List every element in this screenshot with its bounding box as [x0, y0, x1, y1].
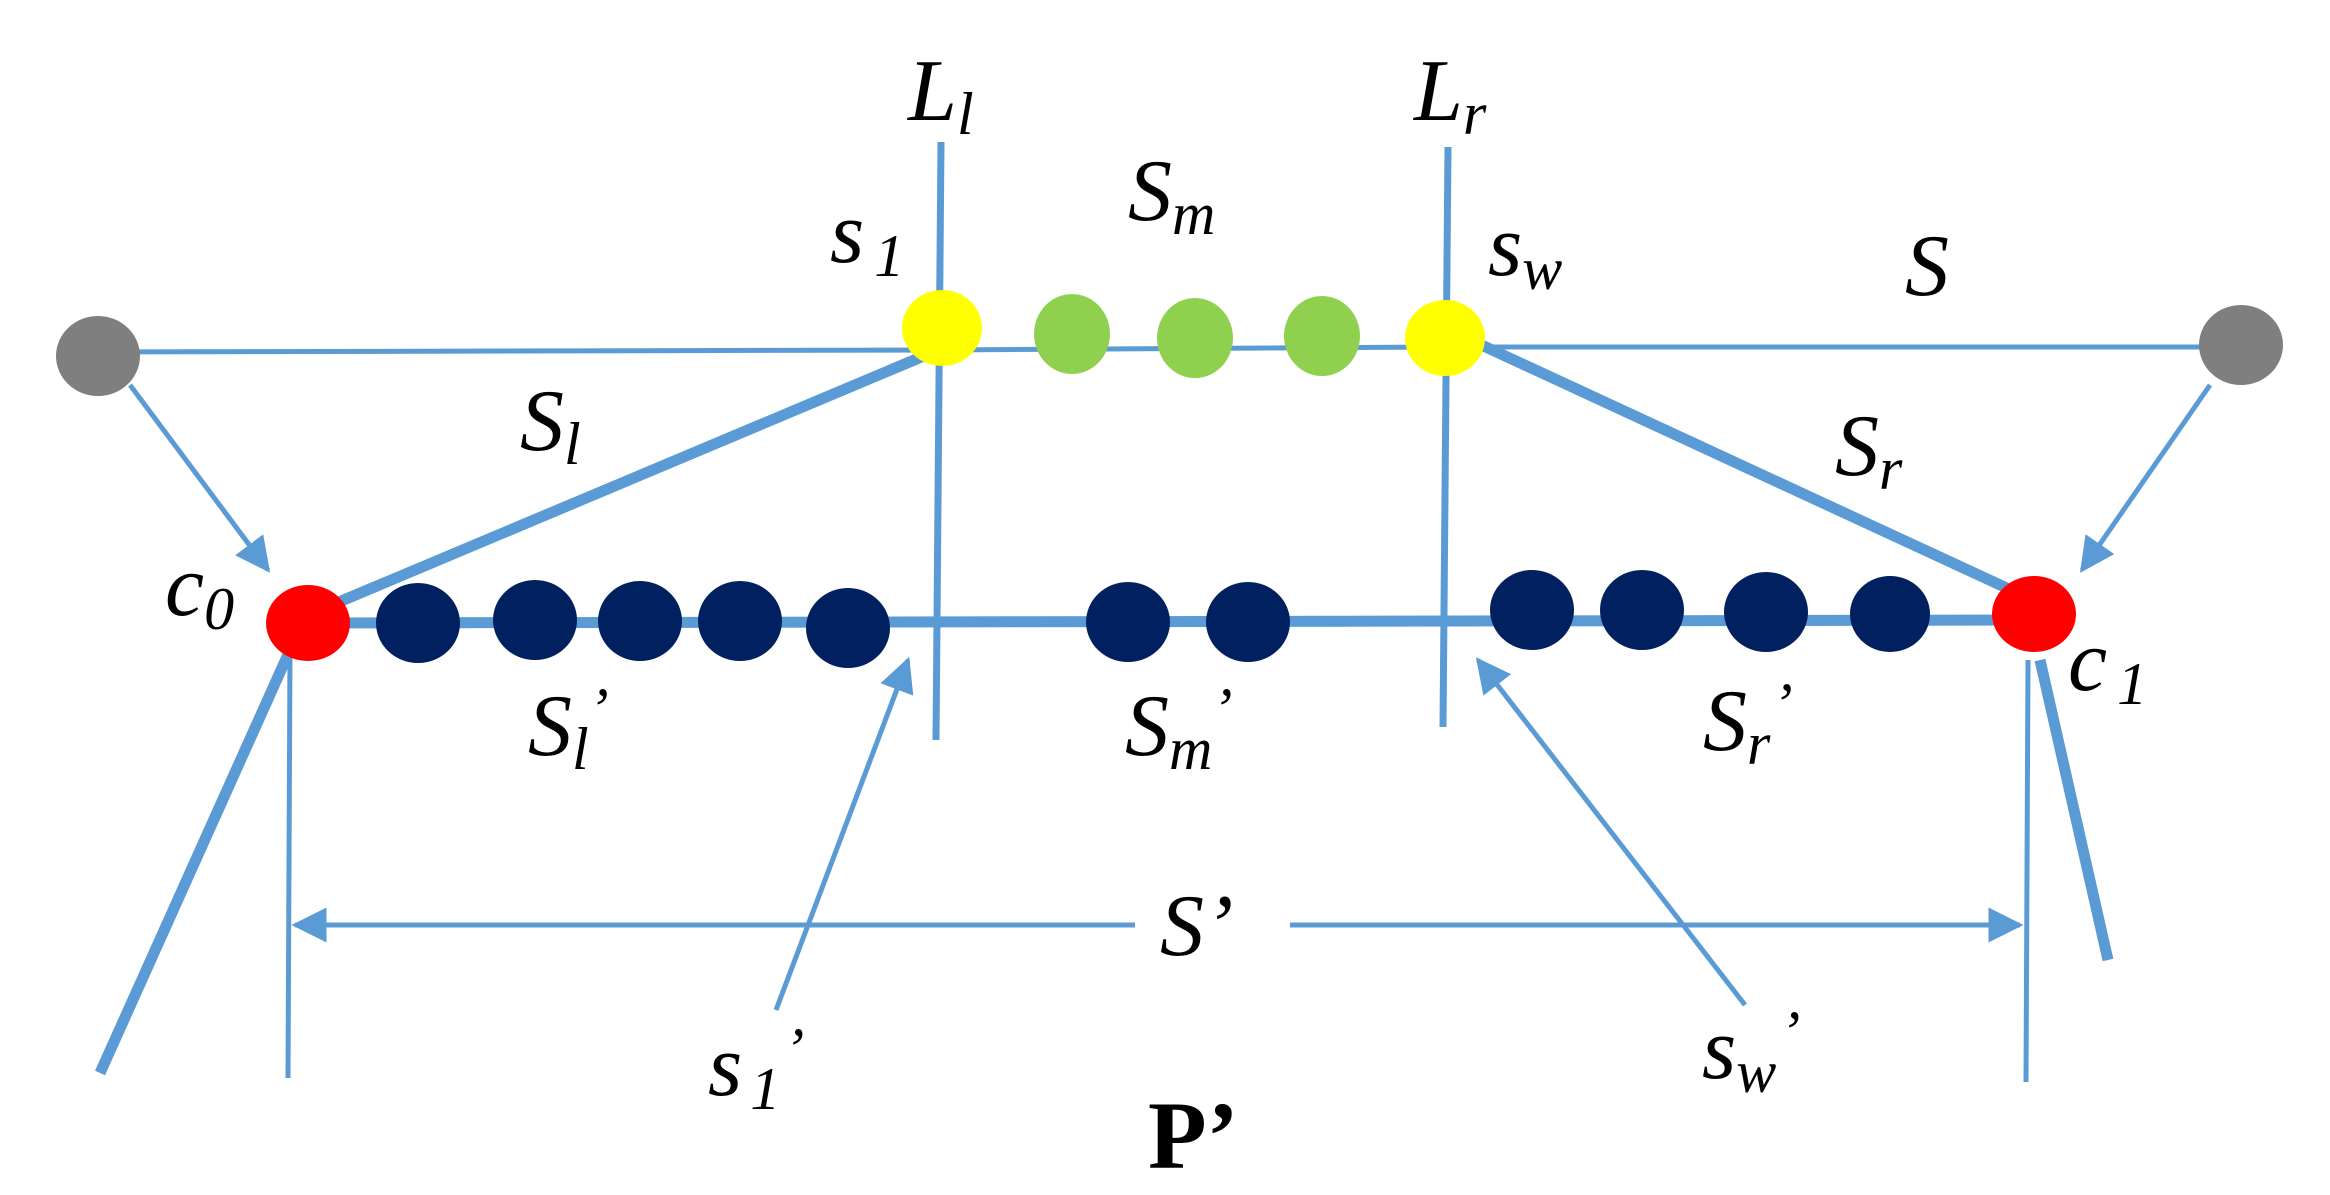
green-node-3 [1284, 296, 1360, 376]
arrow-to-s1-prime [773, 656, 914, 1011]
label-S-l: Sl [520, 373, 581, 477]
navy-node-9 [1600, 570, 1684, 650]
red-node-c1 [1992, 576, 2076, 652]
lower-nodes [266, 570, 2076, 668]
label-L-l: Ll [906, 43, 974, 147]
left-outer-leg [94, 647, 296, 1076]
navy-node-1 [376, 583, 460, 663]
segment-s-r [1472, 337, 2068, 620]
navy-node-7 [1206, 582, 1290, 662]
label-S: S [1905, 218, 1949, 315]
arrow-gray-left-to-c0 [127, 383, 271, 573]
upper-segment-left [94, 347, 939, 355]
yellow-node-sw [1405, 300, 1485, 376]
label-S-r: Sr [1835, 398, 1903, 502]
navy-node-8 [1490, 570, 1574, 650]
green-node-1 [1034, 294, 1110, 374]
vertical-line-right [1439, 146, 1452, 728]
label-S-m: Sm [1128, 143, 1215, 247]
label-S-prime: S’ [1160, 878, 1233, 975]
arrow-to-sw-prime [1475, 657, 1747, 1007]
navy-node-5 [806, 588, 890, 668]
label-c-0: c0 [165, 538, 234, 642]
vertical-line-left [932, 141, 945, 741]
segment-s-l [305, 344, 941, 621]
dimension-right-tick [2023, 659, 2031, 1083]
green-node-2 [1157, 298, 1233, 378]
navy-node-2 [493, 580, 577, 660]
label-s-w-prime: sw’ [1702, 999, 1800, 1105]
navy-node-11 [1850, 576, 1930, 652]
navy-node-10 [1724, 572, 1808, 652]
label-s-w: sw [1488, 198, 1562, 302]
yellow-node-s1 [902, 290, 982, 366]
label-S-m-prime: Sm’ [1125, 676, 1232, 782]
navy-node-6 [1086, 582, 1170, 662]
upper-nodes [56, 290, 2283, 396]
right-outer-leg [2034, 658, 2114, 962]
navy-node-3 [598, 581, 682, 661]
navy-node-4 [698, 581, 782, 661]
label-S-r-prime: Sr’ [1703, 671, 1793, 777]
red-node-c0 [266, 585, 350, 661]
arrow-gray-right-to-c1 [2079, 383, 2213, 573]
label-L-r: Lr [1412, 43, 1487, 147]
gray-node-left [56, 316, 140, 396]
label-P-prime: P’ [1148, 1082, 1239, 1189]
dimension-left-tick [285, 649, 293, 1079]
label-S-l-prime: Sl’ [528, 676, 609, 782]
gray-node-right [2199, 305, 2283, 385]
